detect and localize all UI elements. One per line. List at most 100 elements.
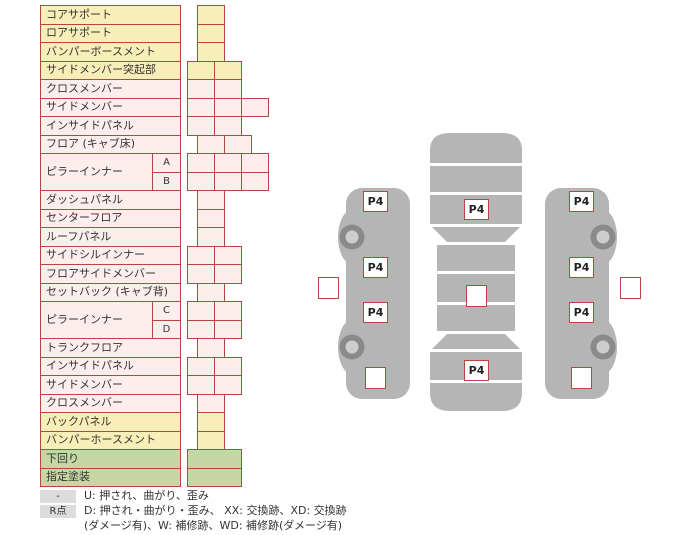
damage-cell[interactable] xyxy=(187,79,215,99)
damage-cell-group xyxy=(187,375,242,395)
damage-cell-group xyxy=(187,97,269,117)
wheel-hub-icon xyxy=(596,340,610,354)
part-label: バンパーボースメント xyxy=(40,42,181,62)
car-front-cap xyxy=(430,133,522,163)
car-top-view xyxy=(430,133,522,411)
damage-cell[interactable] xyxy=(197,208,225,228)
damage-cell[interactable] xyxy=(241,97,269,117)
part-label: バンパーホースメント xyxy=(40,430,181,450)
legend-row: - U: 押され、曲がり、歪み xyxy=(40,489,347,503)
legend-key: R点 xyxy=(40,505,76,518)
damage-cell[interactable] xyxy=(187,467,242,487)
damage-cell[interactable] xyxy=(187,171,215,191)
damage-cell[interactable] xyxy=(197,393,225,413)
damage-cell-group xyxy=(197,208,225,228)
car-windshield xyxy=(432,227,520,242)
damage-cell[interactable] xyxy=(197,412,225,432)
damage-cell[interactable] xyxy=(197,282,225,302)
part-subrow: C xyxy=(152,301,242,321)
wheel-hub-icon xyxy=(596,230,610,244)
damage-cell[interactable] xyxy=(214,375,242,395)
wheel-hub-icon xyxy=(345,340,359,354)
damage-cell-group xyxy=(187,153,269,173)
damage-cell-group xyxy=(197,227,225,247)
damage-cell[interactable] xyxy=(214,301,242,321)
damage-cell[interactable] xyxy=(187,245,215,265)
damage-cell[interactable] xyxy=(187,301,215,321)
part-row: バックパネル xyxy=(40,412,269,432)
damage-cell[interactable] xyxy=(241,171,269,191)
wheel-hub-icon xyxy=(345,230,359,244)
part-row: フロアサイドメンバー xyxy=(40,264,269,284)
part-label: クロスメンバー xyxy=(40,79,181,99)
damage-cell[interactable] xyxy=(197,134,225,154)
pillar-section-label: C xyxy=(152,301,181,321)
part-row: ロアサポート xyxy=(40,23,269,43)
car-side-view-right xyxy=(545,188,617,399)
legend-row: (ダメージ有)、W: 補修跡、WD: 補修跡(ダメージ有) xyxy=(40,519,347,533)
damage-cell-group xyxy=(197,190,225,210)
damage-cell[interactable] xyxy=(187,375,215,395)
damage-cell[interactable] xyxy=(187,264,215,284)
damage-cell[interactable] xyxy=(214,153,242,173)
damage-cell[interactable] xyxy=(214,245,242,265)
car-side-view-left xyxy=(338,188,410,399)
damage-cell-group xyxy=(197,430,225,450)
part-row: バンパーホースメント xyxy=(40,430,269,450)
damage-cell[interactable] xyxy=(214,356,242,376)
part-label: ピラーインナー xyxy=(40,153,153,191)
damage-cell[interactable] xyxy=(187,116,215,136)
part-label: インサイドパネル xyxy=(40,116,181,136)
pillar-section-label: A xyxy=(152,153,181,173)
car-rear-window xyxy=(432,334,520,349)
damage-cell[interactable] xyxy=(224,134,252,154)
damage-cell-group xyxy=(187,60,242,80)
damage-cell[interactable] xyxy=(197,190,225,210)
damage-cell[interactable] xyxy=(187,356,215,376)
damage-cell[interactable] xyxy=(197,338,225,358)
damage-cell-group xyxy=(197,393,225,413)
damage-cell[interactable] xyxy=(197,430,225,450)
damage-cell[interactable] xyxy=(187,60,215,80)
damage-cell[interactable] xyxy=(197,23,225,43)
damage-cell[interactable] xyxy=(214,60,242,80)
part-row: トランクフロア xyxy=(40,338,269,358)
part-row: ダッシュパネル xyxy=(40,190,269,210)
damage-cell[interactable] xyxy=(187,97,215,117)
right-wheels xyxy=(590,224,616,360)
damage-cell[interactable] xyxy=(214,171,242,191)
part-label: ダッシュパネル xyxy=(40,190,181,210)
part-label: ピラーインナー xyxy=(40,301,153,339)
damage-cell[interactable] xyxy=(214,264,242,284)
damage-cell[interactable] xyxy=(197,42,225,62)
damage-cell[interactable] xyxy=(241,153,269,173)
car-rear-cap xyxy=(430,383,522,411)
part-subrow: A xyxy=(152,153,269,173)
damage-cell-group xyxy=(187,301,242,321)
part-label: サイドメンバー突起部 xyxy=(40,60,181,80)
damage-cell[interactable] xyxy=(214,97,242,117)
part-label: コアサポート xyxy=(40,5,181,25)
damage-cell[interactable] xyxy=(187,153,215,173)
part-subrow: D xyxy=(152,319,242,339)
damage-cell[interactable] xyxy=(197,5,225,25)
part-row: サイドメンバー xyxy=(40,375,269,395)
part-label: フロアサイドメンバー xyxy=(40,264,181,284)
legend-row: R点 D: 押され・曲がり・歪み、 XX: 交換跡、XD: 交換跡 xyxy=(40,504,347,518)
damage-cell-group xyxy=(187,171,269,191)
part-row: サイドシルインナー xyxy=(40,245,269,265)
part-row: インサイドパネル xyxy=(40,116,269,136)
part-label: バックパネル xyxy=(40,412,181,432)
damage-cell[interactable] xyxy=(214,79,242,99)
damage-cell[interactable] xyxy=(197,227,225,247)
part-row: コアサポート xyxy=(40,5,269,25)
damage-cell[interactable] xyxy=(187,319,215,339)
damage-cell-group xyxy=(187,356,242,376)
part-row: センターフロア xyxy=(40,208,269,228)
damage-cell[interactable] xyxy=(214,319,242,339)
damage-cell[interactable] xyxy=(214,116,242,136)
part-label: クロスメンバー xyxy=(40,393,181,413)
damage-cell[interactable] xyxy=(187,449,242,469)
